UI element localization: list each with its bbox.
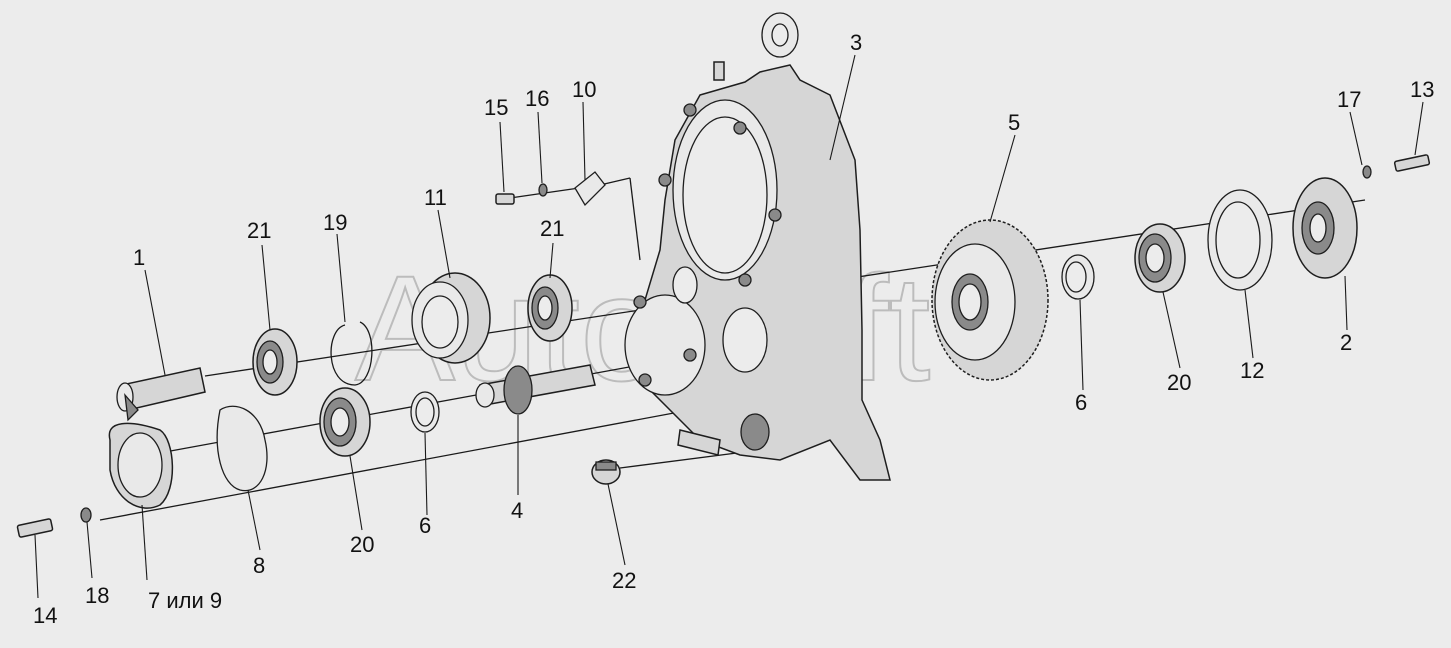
- gear-part-5: [931, 219, 1049, 381]
- callout-20b: 20: [1167, 370, 1191, 395]
- end-cover-part-7-or-9: [108, 422, 174, 509]
- plate-part-10: [574, 171, 606, 207]
- callout-15: 15: [484, 95, 508, 120]
- callout-5: 5: [1008, 110, 1020, 135]
- shaft-part-1: [116, 367, 206, 422]
- gasket-part-12: [1207, 189, 1273, 291]
- callout-17: 17: [1337, 87, 1361, 112]
- callout-1: 1: [133, 245, 145, 270]
- splined-shaft-part-4: [475, 364, 596, 415]
- callout-20a: 20: [350, 532, 374, 557]
- callout-6a: 6: [419, 513, 431, 538]
- callout-8: 8: [253, 553, 265, 578]
- callout-16: 16: [525, 86, 549, 111]
- callout-12: 12: [1240, 358, 1264, 383]
- leader-lines: [34, 54, 1424, 599]
- bolt-part-14: [16, 518, 54, 538]
- seal-housing-part-11: [411, 272, 491, 364]
- bearing-part-20a: [319, 387, 371, 457]
- gasket-part-8: [216, 405, 268, 492]
- bearing-part-21a: [252, 328, 298, 396]
- callouts: 1 2 3 4 5 6 6 7 или 9 8 10 11 12 13 14 1…: [33, 30, 1434, 628]
- bearing-part-20b: [1134, 223, 1186, 293]
- callout-22: 22: [612, 568, 636, 593]
- housing-part-3: [624, 12, 891, 481]
- callout-21b: 21: [540, 216, 564, 241]
- callout-13: 13: [1410, 77, 1434, 102]
- callout-4: 4: [511, 498, 523, 523]
- callout-3: 3: [850, 30, 862, 55]
- callout-6b: 6: [1075, 390, 1087, 415]
- retaining-ring-part-19: [330, 321, 373, 386]
- washer-part-16: [538, 183, 548, 197]
- spacer-ring-part-6a: [410, 391, 440, 433]
- callout-14: 14: [33, 603, 57, 628]
- callout-11: 11: [424, 185, 447, 210]
- washer-part-17: [1362, 165, 1372, 179]
- bearing-part-21b: [527, 274, 573, 342]
- plug-part-22: [591, 459, 621, 485]
- cover-part-2: [1292, 177, 1358, 279]
- callout-10: 10: [572, 77, 596, 102]
- callout-19: 19: [323, 210, 347, 235]
- callout-21a: 21: [247, 218, 271, 243]
- bolt-part-13: [1393, 154, 1431, 172]
- callout-2: 2: [1340, 330, 1352, 355]
- bolt-part-15: [495, 193, 515, 205]
- spacer-ring-part-6b: [1061, 254, 1095, 300]
- callout-18: 18: [85, 583, 109, 608]
- callout-7-or-9: 7 или 9: [148, 588, 222, 613]
- washer-part-18: [80, 507, 92, 523]
